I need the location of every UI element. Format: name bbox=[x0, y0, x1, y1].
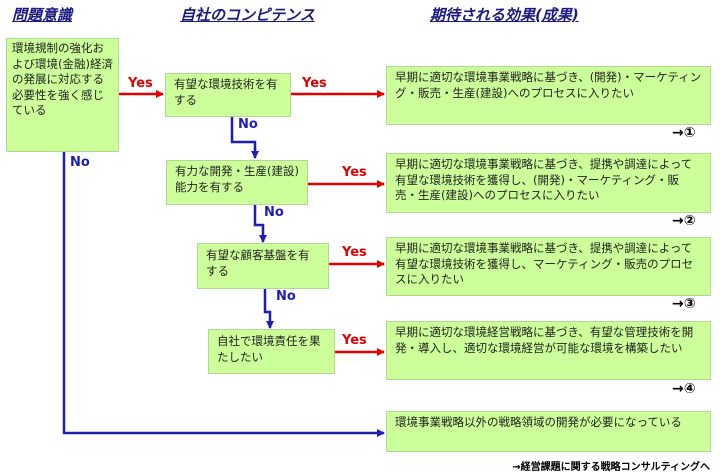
yes-label-4: Yes bbox=[342, 245, 367, 260]
yes-label-3: Yes bbox=[342, 165, 367, 180]
question-box-customer: 有望な顧客基盤を有する bbox=[197, 243, 329, 289]
footer-note: →経営課題に関する戦略コンサルティングへ bbox=[512, 462, 710, 473]
yes-label-1: Yes bbox=[128, 76, 153, 91]
header-problem: 問題意識 bbox=[12, 6, 73, 24]
result-box-4: 早期に適切な環境経営戦略に基づき、有望な管理技術を開発・導入し、適切な環境経営が… bbox=[386, 321, 711, 380]
problem-box: 環境規制の強化および環境(金融)経済の発展に対応する必要性を強く感じている bbox=[6, 38, 119, 152]
result-box-1: 早期に適切な環境事業戦略に基づき、(開発)・マーケティング・販売・生産(建設)へ… bbox=[386, 66, 711, 125]
header-competence: 自社のコンピテンス bbox=[180, 6, 315, 24]
yes-label-2: Yes bbox=[302, 76, 327, 91]
header-effect: 期待される効果(成果) bbox=[430, 6, 579, 24]
result-box-3: 早期に適切な環境事業戦略に基づき、提携や調達によって有望な環境技術を獲得し、マー… bbox=[386, 237, 711, 296]
no-arrow-3 bbox=[263, 289, 274, 329]
no-arrow-4 bbox=[62, 151, 385, 437]
yes-label-5: Yes bbox=[342, 333, 367, 348]
result-marker-1: →① bbox=[672, 125, 696, 141]
result-marker-2: →② bbox=[672, 213, 696, 229]
result-marker-4: →④ bbox=[672, 381, 696, 397]
question-box-technology: 有望な環境技術を有する bbox=[165, 73, 291, 117]
no-label-2: No bbox=[264, 205, 284, 220]
no-label-1: No bbox=[238, 117, 258, 132]
no-arrow-1 bbox=[230, 117, 259, 159]
result-marker-3: →③ bbox=[672, 296, 696, 312]
no-arrow-2 bbox=[253, 205, 267, 243]
result-box-5: 環境事業戦略以外の戦略領域の開発が必要になっている bbox=[386, 411, 711, 452]
no-label-3: No bbox=[276, 289, 296, 304]
question-box-development: 有力な開発・生産(建設)能力を有する bbox=[166, 160, 308, 205]
question-box-responsibility: 自社で環境責任を果たしたい bbox=[208, 329, 335, 374]
result-box-2: 早期に適切な環境事業戦略に基づき、提携や調達によって有望な環境技術を獲得し、(開… bbox=[386, 153, 711, 213]
no-label-4: No bbox=[70, 155, 90, 170]
